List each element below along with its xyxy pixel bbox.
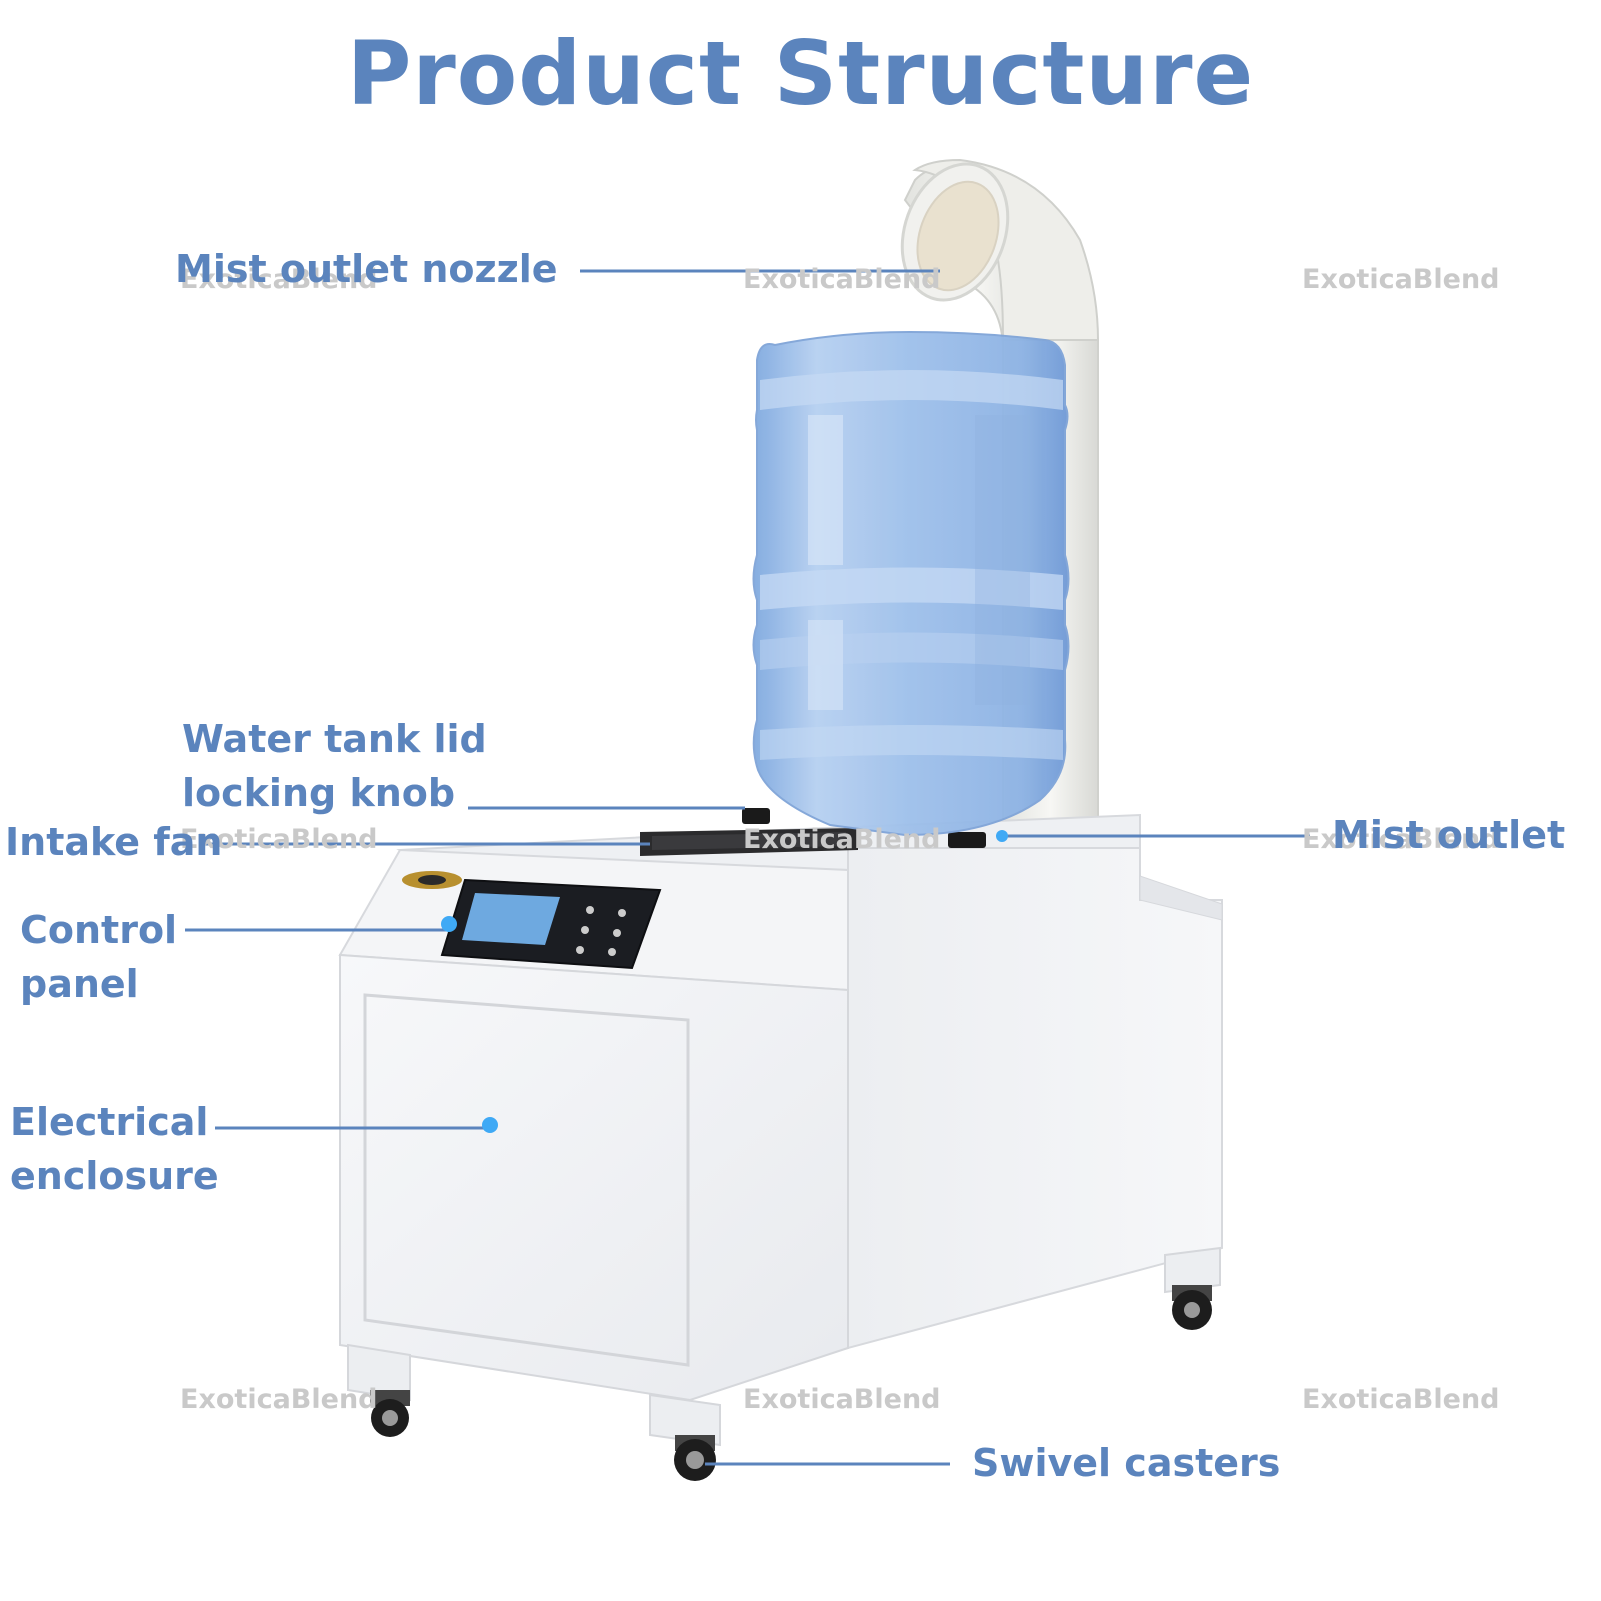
dot-electrical-enclosure	[482, 1117, 498, 1133]
cabinet-leg-front	[649, 1393, 721, 1447]
caster-right	[1172, 1285, 1212, 1330]
watermark-2: ExoticaBlend	[743, 264, 941, 295]
dot-control-panel	[441, 916, 457, 932]
cabinet-front	[339, 953, 849, 1402]
label-water-tank-lid-locking-knob: Water tank lid locking knob	[182, 712, 487, 820]
label-swivel-casters: Swivel casters	[972, 1436, 1280, 1490]
label-intake-fan: Intake fan	[5, 815, 222, 869]
label-control-panel-line1: Control	[20, 908, 178, 952]
watermark-6: ExoticaBlend	[1302, 824, 1500, 855]
label-mist-outlet-nozzle: Mist outlet nozzle	[175, 242, 558, 296]
watermark-4: ExoticaBlend	[180, 824, 378, 855]
label-control-panel: Control panel	[20, 903, 177, 1011]
caster-front	[674, 1435, 716, 1481]
electrical-enclosure-panel	[363, 993, 690, 1367]
watermark-8: ExoticaBlend	[743, 1384, 941, 1415]
intake-fan-grill	[640, 828, 858, 856]
caster-left	[370, 1390, 410, 1437]
label-control-panel-line2: panel	[20, 962, 139, 1006]
label-mist-outlet-text: Mist outlet	[1332, 813, 1566, 857]
label-electrical-enclosure: Electrical enclosure	[10, 1095, 219, 1203]
label-intake-fan-text: Intake fan	[5, 820, 223, 864]
dot-mist-outlet	[996, 830, 1008, 842]
watermark-7: ExoticaBlend	[180, 1384, 378, 1415]
label-electrical-enclosure-line2: enclosure	[10, 1154, 219, 1198]
brand-logo	[402, 871, 462, 889]
watermark-5: ExoticaBlend	[743, 824, 941, 855]
control-panel-display	[440, 878, 662, 970]
label-mist-outlet: Mist outlet	[1332, 808, 1565, 862]
cabinet-tray	[1139, 875, 1223, 921]
label-swivel-casters-text: Swivel casters	[972, 1441, 1281, 1485]
callout-dots	[441, 830, 1008, 1133]
label-mist-outlet-nozzle-text: Mist outlet nozzle	[175, 247, 558, 291]
page-title: Product Structure	[346, 22, 1255, 125]
lid-locking-knob	[742, 808, 770, 824]
watermark-1: ExoticaBlend	[180, 264, 378, 295]
watermark-9: ExoticaBlend	[1302, 1384, 1500, 1415]
leader-lines	[185, 269, 1310, 1466]
label-water-tank-lid-line1: Water tank lid	[182, 717, 487, 761]
cabinet-leg-right	[1164, 1246, 1221, 1294]
mist-outlet-knob	[948, 832, 986, 848]
water-bottle	[752, 330, 1070, 837]
watermark-3: ExoticaBlend	[1302, 264, 1500, 295]
label-electrical-enclosure-line1: Electrical	[10, 1100, 209, 1144]
label-water-tank-lid-line2: locking knob	[182, 771, 456, 815]
